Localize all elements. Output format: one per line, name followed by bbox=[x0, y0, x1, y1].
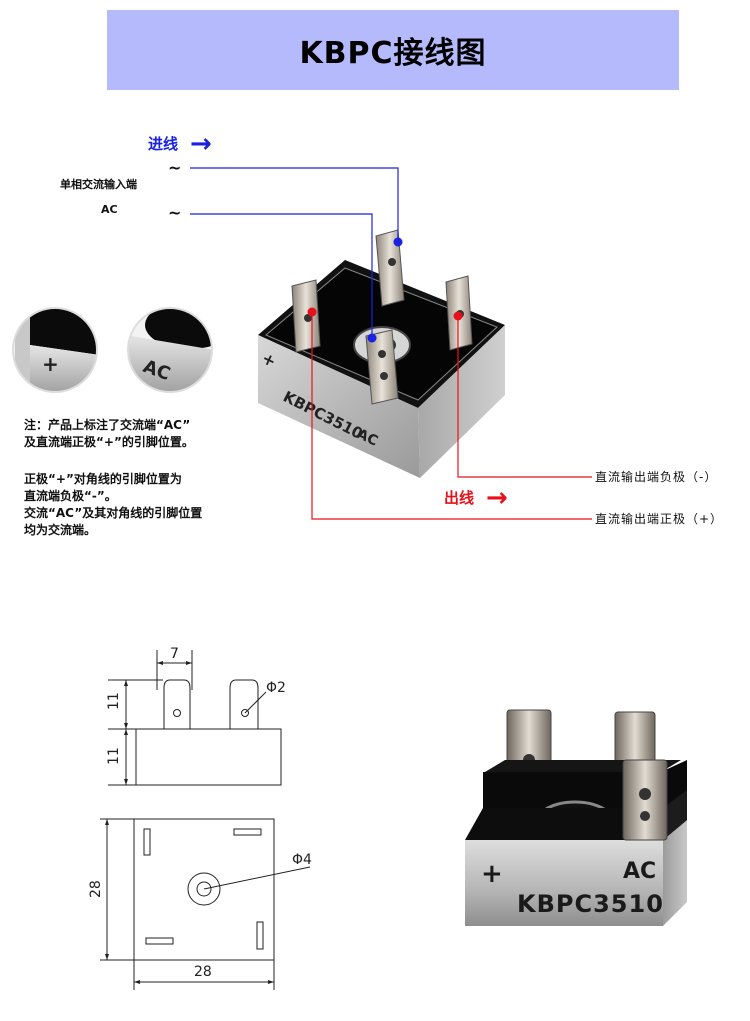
pin-ac-center bbox=[365, 329, 399, 405]
product-model-marking: KBPC3510 bbox=[517, 890, 664, 918]
tilde-2: ~ bbox=[168, 203, 182, 222]
magnified-markings: + AC bbox=[12, 307, 213, 393]
side-view-body bbox=[135, 728, 282, 786]
page-title: KBPC接线图 bbox=[299, 36, 487, 71]
dot-ac-center bbox=[367, 333, 377, 343]
note-line-6: 均为交流端。 bbox=[24, 523, 97, 537]
product-plus-mark: + bbox=[481, 859, 503, 889]
title-banner: KBPC接线图 bbox=[107, 10, 679, 90]
dim-bottom-length: 28 bbox=[194, 964, 212, 980]
dim-pin-height: 11 bbox=[106, 692, 122, 710]
magnifier-ac: AC bbox=[128, 308, 212, 392]
out-label: 出线 bbox=[444, 489, 475, 507]
in-wire-ac-top bbox=[190, 167, 399, 242]
dim-body-height: 11 bbox=[106, 747, 122, 765]
product-pin-front-right bbox=[622, 759, 668, 841]
ac-label: AC bbox=[101, 203, 118, 216]
tilde-1: ~ bbox=[168, 158, 182, 177]
in-wire-ac-center bbox=[190, 213, 373, 338]
magnifier-plus: + bbox=[13, 308, 97, 392]
dim-center-hole-diameter: Φ4 bbox=[292, 852, 312, 868]
dim-side-length: 28 bbox=[88, 880, 104, 898]
product-ac-mark: AC bbox=[623, 859, 656, 884]
ac-input-label: 单相交流输入端 bbox=[60, 178, 137, 191]
note-line-1: 注：产品上标注了交流端“AC” bbox=[24, 418, 191, 432]
dot-positive bbox=[307, 307, 317, 317]
dim-pin-width: 7 bbox=[170, 646, 179, 662]
side-view-pin-right bbox=[229, 679, 259, 729]
out-arrow-icon: → bbox=[486, 483, 508, 513]
in-label: 进线 bbox=[148, 135, 179, 153]
note-line-5: 交流“AC”及其对角线的引脚位置 bbox=[24, 506, 203, 520]
magnifier-plus-mark: + bbox=[42, 352, 59, 376]
note-line-3: 正极“+”对角线的引脚位置为 bbox=[24, 472, 182, 486]
pin-positive-left bbox=[291, 279, 321, 353]
dc-negative-label: 直流输出端负极（-） bbox=[595, 470, 718, 484]
bottom-view-body bbox=[133, 818, 275, 961]
out-wire-negative bbox=[457, 316, 592, 478]
out-wire-positive bbox=[311, 312, 592, 520]
side-view-pin-left bbox=[163, 679, 191, 729]
in-arrow-icon: → bbox=[190, 129, 212, 159]
dim-hole-diameter: Φ2 bbox=[266, 680, 286, 696]
dimension-drawing: 7 Φ2 11 11 28 28 Φ4 bbox=[88, 646, 312, 990]
pin-ac-top bbox=[375, 229, 405, 307]
wiring-lines bbox=[190, 167, 592, 520]
dot-ac-top bbox=[393, 237, 403, 247]
note-line-2: 及直流端正极“+”的引脚位置。 bbox=[24, 435, 194, 449]
dot-negative bbox=[453, 311, 463, 321]
note-line-4: 直流端负极“-”。 bbox=[24, 489, 117, 503]
product-photo: + AC KBPC3510 bbox=[465, 709, 687, 926]
dc-positive-label: 直流输出端正极（+） bbox=[595, 512, 724, 526]
